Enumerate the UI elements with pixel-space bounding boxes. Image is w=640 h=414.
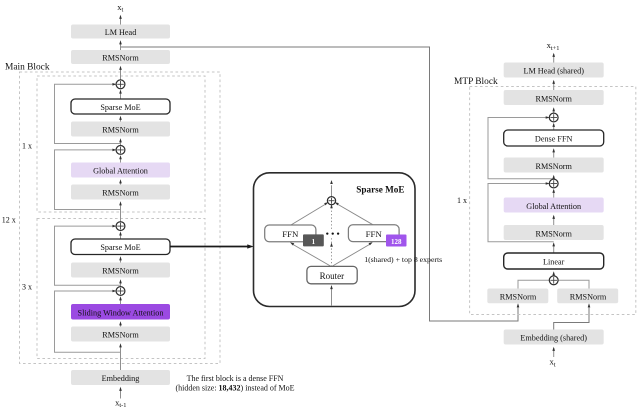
svg-text:FFN: FFN bbox=[366, 229, 383, 239]
svg-text:Linear: Linear bbox=[543, 258, 565, 267]
svg-text:The first block is a dense FFN: The first block is a dense FFN bbox=[187, 374, 284, 383]
svg-text:12 x: 12 x bbox=[2, 215, 16, 224]
svg-text:Sparse MoE: Sparse MoE bbox=[100, 243, 140, 252]
svg-text:Global Attention: Global Attention bbox=[93, 166, 148, 175]
svg-text:RMSNorm: RMSNorm bbox=[102, 330, 139, 339]
svg-text:Global Attention: Global Attention bbox=[526, 202, 581, 211]
svg-text:(hidden size: 18,432) instead: (hidden size: 18,432) instead of MoE bbox=[175, 383, 294, 392]
svg-text:RMSNorm: RMSNorm bbox=[102, 266, 139, 275]
svg-text:3 x: 3 x bbox=[22, 283, 32, 292]
svg-text:RMSNorm: RMSNorm bbox=[500, 292, 537, 301]
svg-text:RMSNorm: RMSNorm bbox=[102, 188, 139, 197]
svg-text:RMSNorm: RMSNorm bbox=[102, 53, 139, 62]
svg-text:1(shared) + top 8 experts: 1(shared) + top 8 experts bbox=[364, 255, 442, 264]
svg-text:Router: Router bbox=[320, 271, 345, 281]
svg-text:1 x: 1 x bbox=[457, 196, 467, 205]
svg-text:1 x: 1 x bbox=[22, 142, 32, 151]
svg-text:1: 1 bbox=[312, 238, 316, 246]
svg-text:RMSNorm: RMSNorm bbox=[535, 229, 572, 238]
svg-text:Dense FFN: Dense FFN bbox=[535, 135, 573, 144]
svg-text:RMSNorm: RMSNorm bbox=[535, 162, 572, 171]
svg-text:Embedding: Embedding bbox=[102, 374, 140, 383]
svg-text:xt: xt bbox=[549, 357, 555, 369]
svg-text:xt-1: xt-1 bbox=[115, 397, 126, 409]
svg-text:Embedding (shared): Embedding (shared) bbox=[520, 333, 587, 342]
svg-text:xt: xt bbox=[117, 2, 123, 14]
svg-text:MTP Block: MTP Block bbox=[454, 77, 498, 87]
svg-text:Main Block: Main Block bbox=[5, 62, 50, 72]
svg-text:LM Head: LM Head bbox=[105, 28, 137, 37]
svg-text:Sliding Window Attention: Sliding Window Attention bbox=[78, 308, 164, 317]
svg-text:RMSNorm: RMSNorm bbox=[570, 292, 607, 301]
svg-text:RMSNorm: RMSNorm bbox=[102, 125, 139, 134]
svg-text:128: 128 bbox=[391, 238, 402, 246]
svg-text:FFN: FFN bbox=[282, 229, 299, 239]
svg-text:Sparse MoE: Sparse MoE bbox=[100, 103, 140, 112]
svg-text:xt+1: xt+1 bbox=[547, 40, 560, 52]
svg-text:LM Head (shared): LM Head (shared) bbox=[523, 66, 584, 75]
svg-text:Sparse MoE: Sparse MoE bbox=[356, 185, 404, 195]
svg-text:RMSNorm: RMSNorm bbox=[535, 94, 572, 103]
